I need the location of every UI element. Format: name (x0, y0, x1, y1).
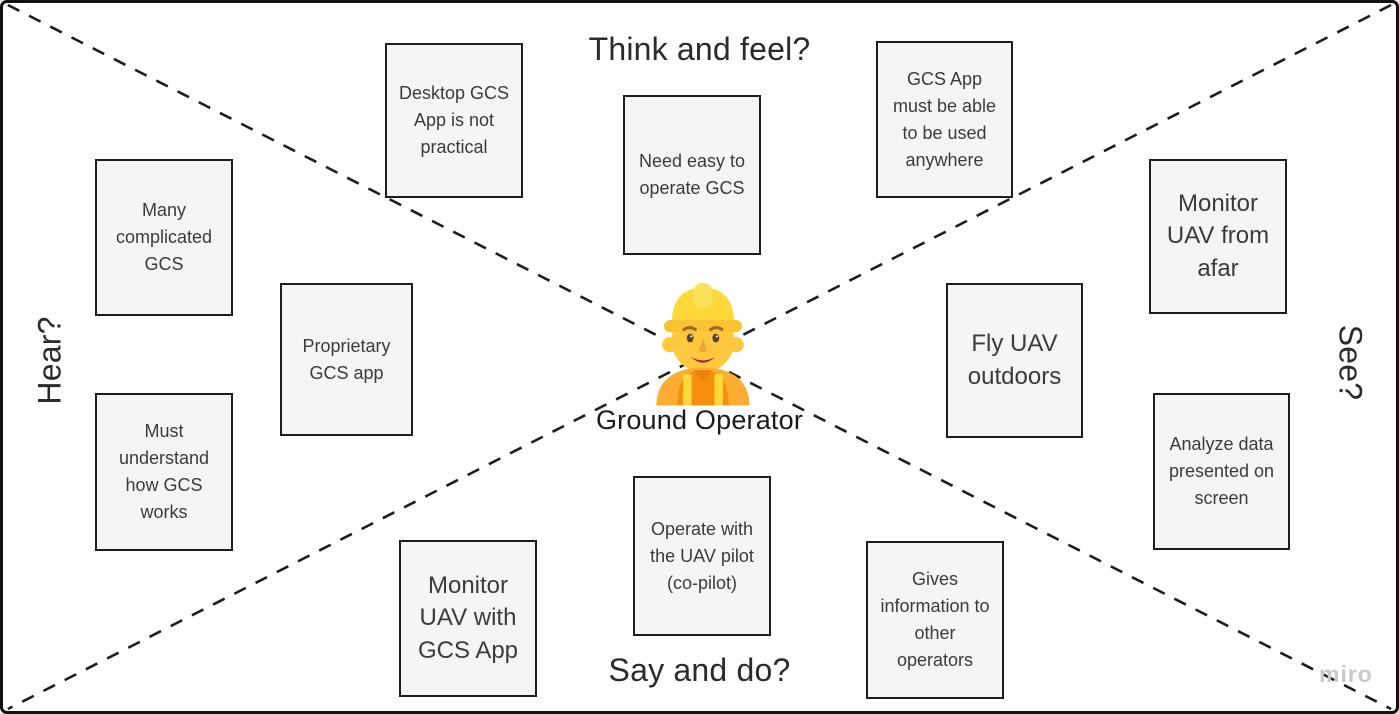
sticky-note-text: Fly UAV outdoors (967, 330, 1062, 390)
sticky-note-hear-3[interactable]: Many complicated GCS (95, 159, 233, 316)
sticky-note-text: Need easy to operate GCS (638, 151, 746, 198)
quadrant-title-say-and-do: Say and do? (608, 652, 791, 688)
construction-worker-icon (656, 282, 750, 406)
sticky-note-say-and-do-10[interactable]: Operate with the UAV pilot (co-pilot) (633, 476, 771, 636)
sticky-note-say-and-do-9[interactable]: Monitor UAV with GCS App (399, 540, 537, 697)
sticky-note-text: Desktop GCS App is not practical (398, 83, 510, 157)
quadrant-title-hear: Hear? (31, 316, 68, 405)
sticky-note-hear-4[interactable]: Proprietary GCS app (280, 283, 413, 436)
sticky-note-text: Many complicated GCS (115, 200, 213, 274)
sticky-note-think-and-feel-1[interactable]: Need easy to operate GCS (623, 95, 761, 255)
sticky-note-see-7[interactable]: Fly UAV outdoors (946, 283, 1083, 438)
sticky-note-text: Monitor UAV from afar (1166, 189, 1270, 282)
sticky-note-hear-5[interactable]: Must understand how GCS works (95, 393, 233, 551)
sticky-note-text: Monitor UAV with GCS App (417, 571, 519, 664)
sticky-note-text: Operate with the UAV pilot (co-pilot) (650, 518, 754, 593)
miro-watermark: miro (1319, 661, 1373, 687)
sticky-note-text: Must understand how GCS works (118, 421, 210, 522)
sticky-note-say-and-do-11[interactable]: Gives information to other operators (866, 541, 1004, 699)
sticky-note-text: Analyze data presented on screen (1168, 434, 1275, 508)
sticky-note-see-6[interactable]: Monitor UAV from afar (1149, 159, 1287, 314)
sticky-note-think-and-feel-2[interactable]: GCS App must be able to be used anywhere (876, 41, 1013, 198)
sticky-note-text: Proprietary GCS app (302, 335, 391, 383)
quadrant-divider-lines (7, 3, 1392, 711)
persona-label: Ground Operator (595, 405, 804, 435)
quadrant-title-think-and-feel: Think and feel? (588, 31, 811, 67)
sticky-note-see-8[interactable]: Analyze data presented on screen (1153, 393, 1290, 550)
sticky-note-text: Gives information to other operators (880, 569, 990, 670)
sticky-note-think-and-feel-0[interactable]: Desktop GCS App is not practical (385, 43, 523, 198)
sticky-note-text: GCS App must be able to be used anywhere (892, 68, 997, 170)
